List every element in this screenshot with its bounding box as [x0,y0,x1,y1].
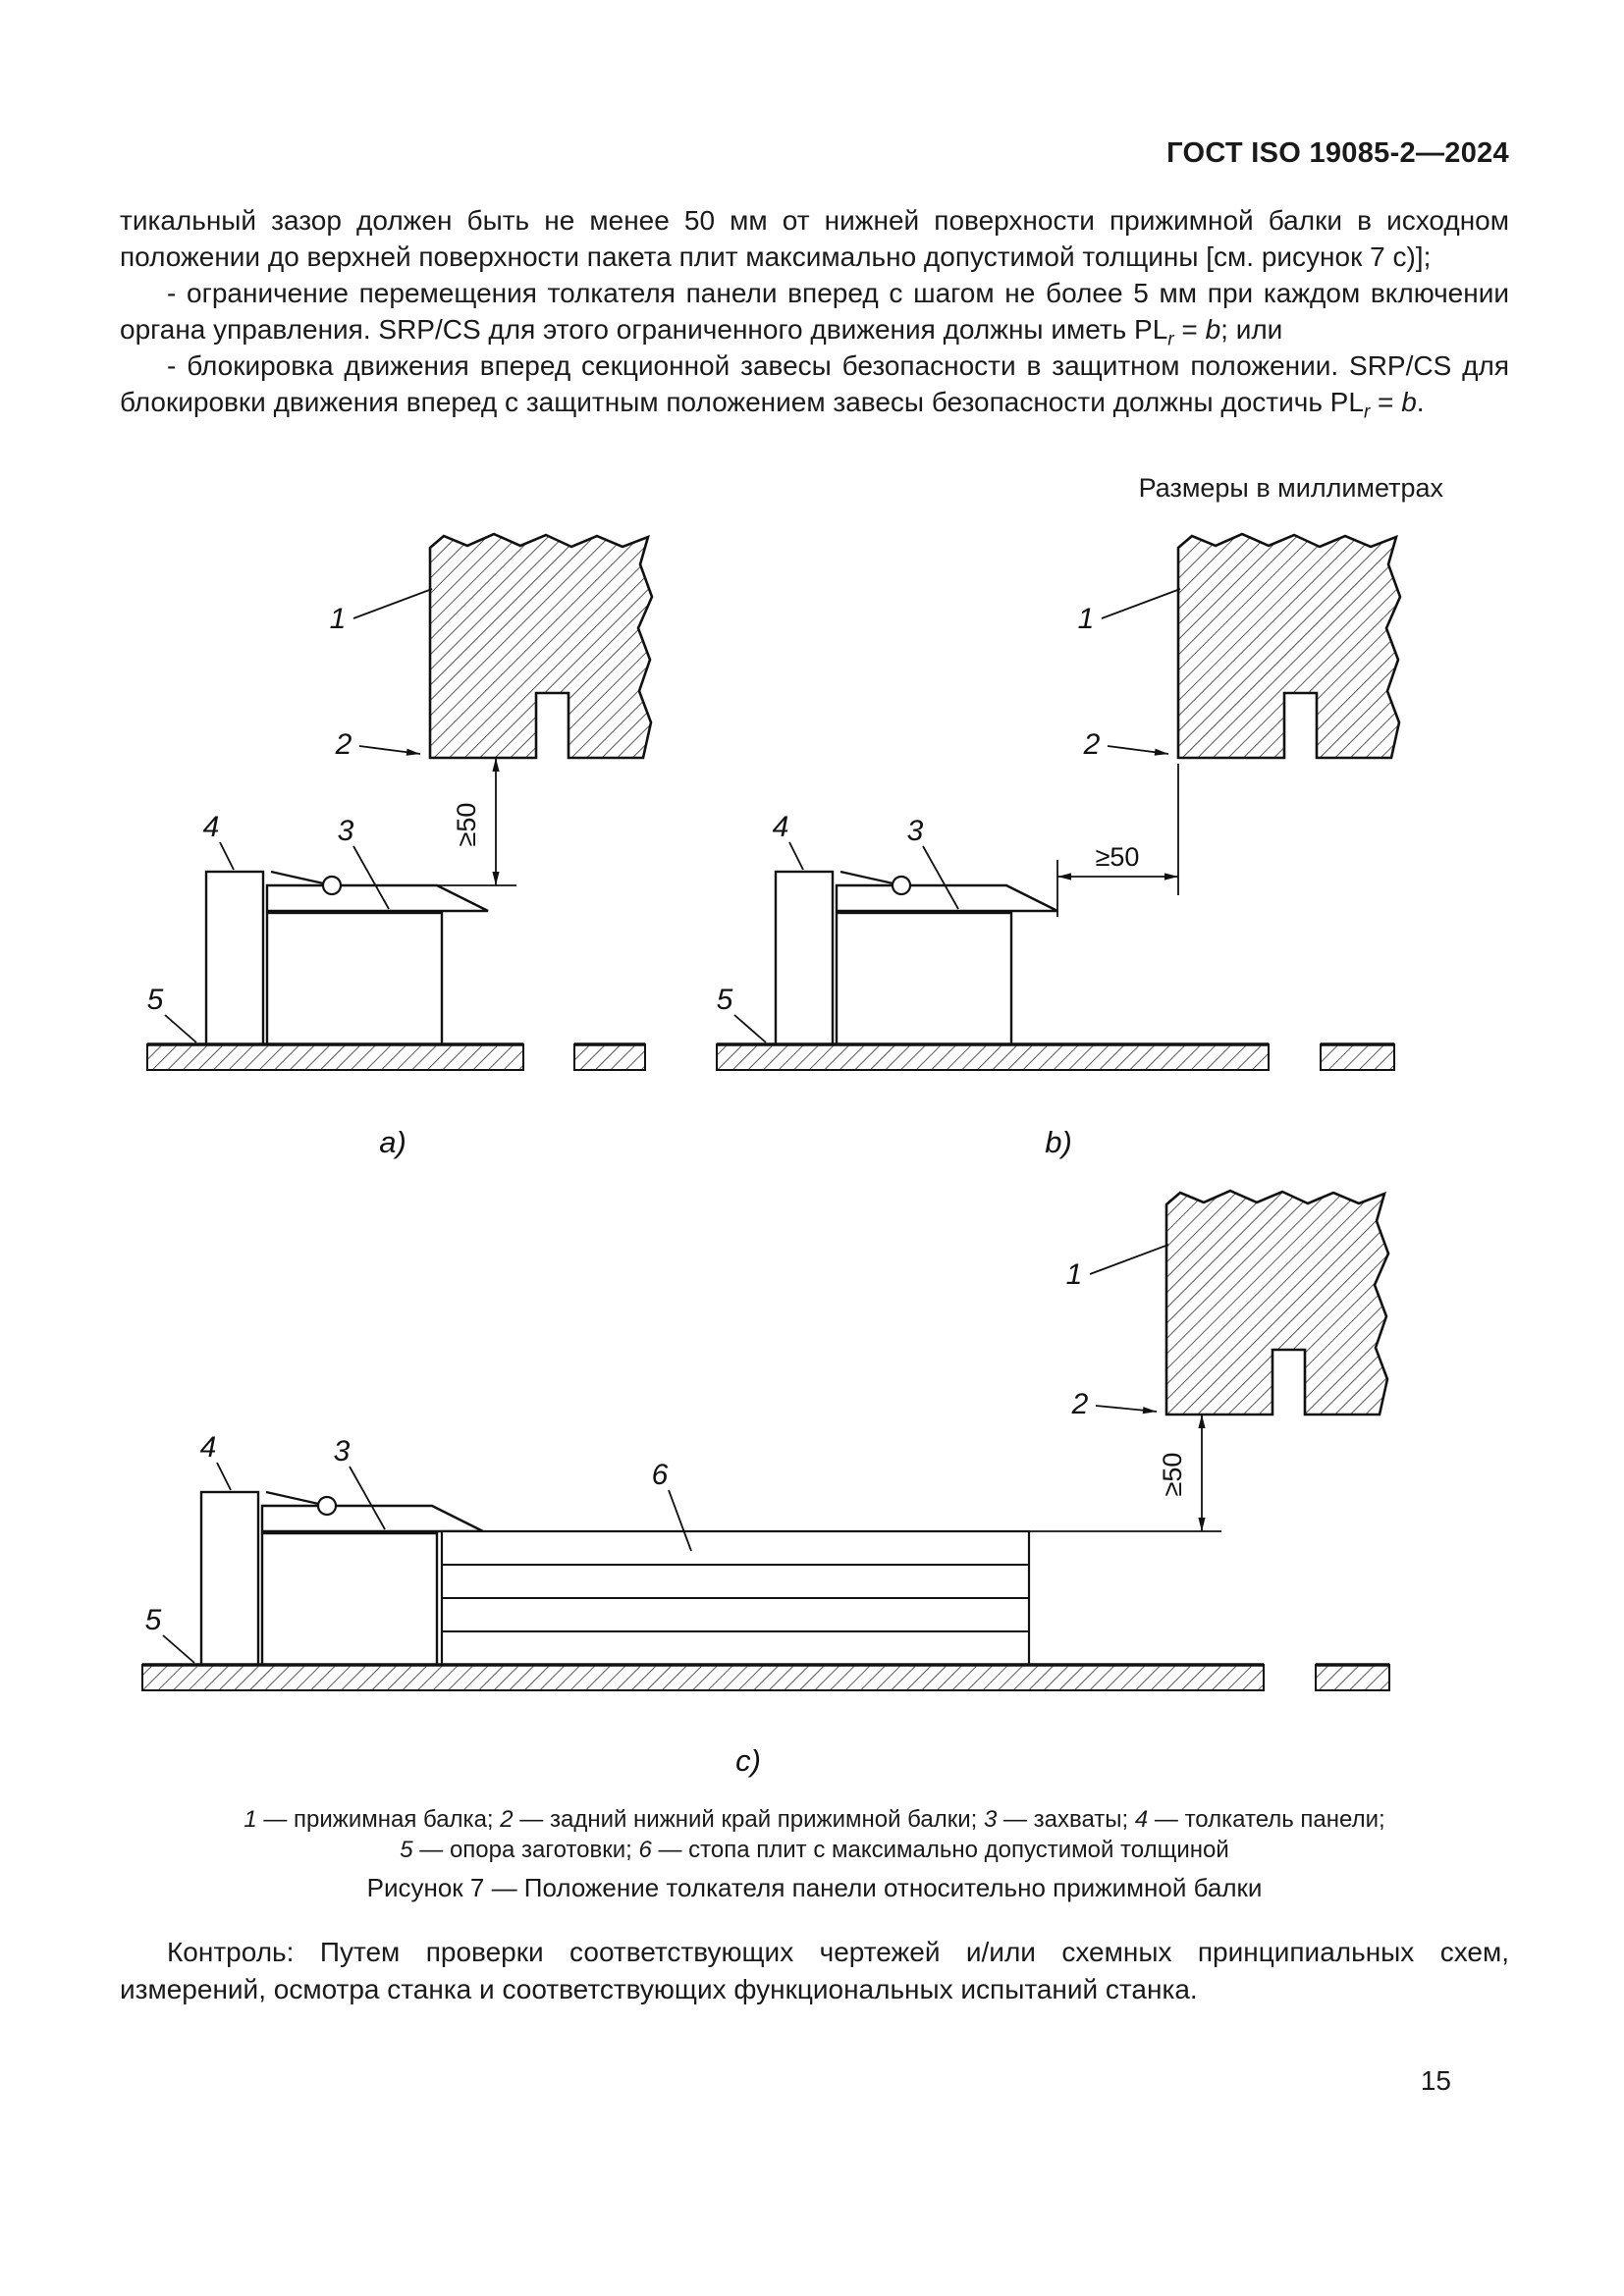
part-label-2-c: 2 [1071,1388,1089,1420]
sublabel-a: a) [379,1125,406,1159]
figure-caption: Рисунок 7 — Положение толкателя панели о… [366,1873,1263,1902]
support-strip-left-a [146,1043,524,1071]
workpiece-support-c [141,1663,1390,1691]
diagram-a: ≥50 1 2 4 3 5 a) [146,532,654,1159]
sublabel-c: c) [735,1743,761,1778]
leader-5-a [164,1014,197,1043]
part-label-5-b: 5 [717,984,733,1016]
body-text-block: тикальный зазор должен быть не менее 50 … [120,202,1509,423]
machine-assembly-b [774,870,1059,1046]
leader-4-a [219,841,235,871]
leader-2-b [1107,745,1169,756]
part-label-2-a: 2 [335,728,352,761]
support-strip-right-b [1320,1043,1395,1071]
workpiece-support-b [716,1042,1395,1071]
dimensions-note: Размеры в миллиметрах [1138,473,1443,503]
diagram-c: ≥50 1 2 4 3 6 5 c) [141,1189,1390,1778]
board-stack [440,1529,1031,1667]
part-label-4-c: 4 [200,1431,217,1464]
part-label-4-a: 4 [203,811,220,843]
part-label-1-b: 1 [1078,603,1095,635]
part-label-3-c: 3 [334,1435,351,1468]
machine-assembly-a [204,870,490,1046]
sublabel-b: b) [1045,1125,1072,1159]
figure-7-diagrams: ≥50 1 2 4 3 5 a) ≥50 [141,532,1402,1778]
paragraph-continuation: тикальный зазор должен быть не менее 50 … [120,205,1509,272]
part-label-3-a: 3 [338,815,354,847]
figure-legend-line-2: 5 — опора заготовки; 6 — стопа плит с ма… [400,1837,1229,1863]
dimension-value-c: ≥50 [1158,1453,1187,1497]
support-strip-right-c [1315,1664,1390,1691]
diagram-b: ≥50 1 2 4 3 5 b) [716,532,1402,1159]
leader-6-c [668,1489,692,1552]
press-beam-b [1176,532,1402,760]
leader-1-b [1101,588,1181,619]
figure-legend-line-1: 1 — прижимная балка; 2 — задний нижний к… [244,1806,1385,1833]
part-label-2-b: 2 [1083,728,1101,761]
dimension-value-b: ≥50 [1096,842,1140,872]
support-strip-right-a [573,1043,646,1071]
dimension-value-a: ≥50 [452,803,481,847]
paragraph-list-item-2: - блокировка движения вперед секционной … [120,350,1509,423]
page-number: 15 [1420,2065,1451,2096]
leader-2-a [358,745,421,756]
leader-5-c [162,1634,195,1664]
part-label-4-b: 4 [773,811,789,843]
leader-3-b [922,845,959,910]
part-label-6-c: 6 [652,1459,669,1491]
part-label-5-a: 5 [147,984,164,1016]
leader-5-b [733,1014,767,1043]
leader-1-c [1089,1244,1169,1275]
leader-4-b [788,841,804,871]
figure-legend: 1 — прижимная балка; 2 — задний нижний к… [120,1804,1509,1865]
part-label-3-b: 3 [907,815,924,847]
leader-3-a [352,845,390,910]
leader-1-a [352,588,433,619]
part-label-1-a: 1 [330,603,347,635]
paragraph-control: Контроль: Путем проверки соответствующих… [120,1937,1509,2004]
leader-4-c [216,1462,232,1491]
workpiece-support-a [146,1042,646,1071]
leader-3-c [349,1466,386,1530]
part-label-5-c: 5 [145,1604,162,1636]
part-label-1-c: 1 [1066,1258,1083,1291]
support-strip-left-c [141,1664,1265,1691]
leader-2-c [1095,1405,1158,1415]
document-header: ГОСТ ISO 19085-2—2024 [1166,137,1509,169]
paragraph-list-item-1: - ограничение перемещения толкателя пане… [120,278,1509,350]
support-strip-left-b [716,1043,1270,1071]
press-beam-a [428,532,654,760]
press-beam-c [1164,1189,1390,1416]
